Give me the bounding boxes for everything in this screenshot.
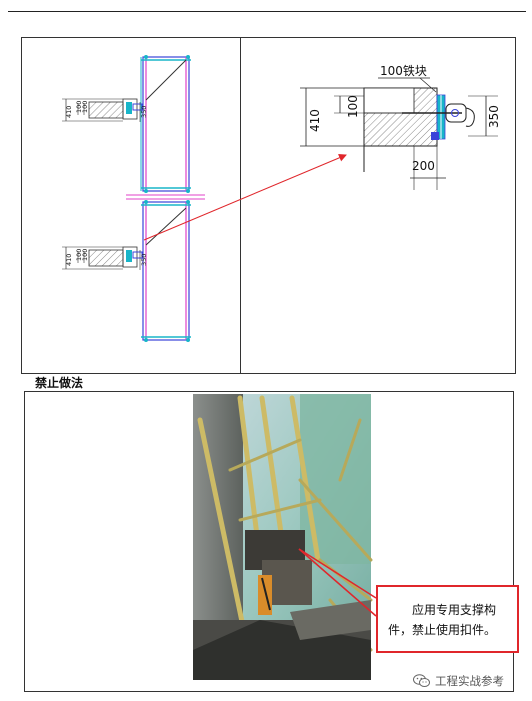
photo-frame: [24, 391, 514, 692]
dim-350: 350: [487, 105, 501, 128]
elevation-drawing: [62, 55, 205, 342]
dim-bottom-350: 350: [140, 254, 148, 266]
watermark-text: 工程实战参考: [435, 674, 504, 688]
page-top-rule: [8, 11, 526, 12]
dim-410: 410: [308, 109, 322, 132]
site-photo: [193, 394, 373, 680]
callout-pointer: [298, 548, 377, 617]
drawing-divider: [240, 37, 241, 373]
dim-top-100b: 100: [81, 101, 89, 113]
callout-line-1: 应用专用支撑构: [412, 603, 497, 617]
wechat-icon: [413, 674, 430, 687]
left-dimension-labels: 410 100 100 350 410 100 100 350: [65, 101, 148, 266]
dim-top-410: 410: [65, 106, 73, 118]
detail-labels: 100铁块 410 100 350 200: [308, 64, 501, 173]
dim-top-350: 350: [140, 106, 148, 118]
callout-line-2: 件，禁止使用扣件。: [388, 623, 497, 637]
wall-tie-bottom: [62, 246, 143, 270]
watermark: 工程实战参考: [413, 673, 504, 689]
section-title: 禁止做法: [35, 376, 84, 390]
dim-200: 200: [412, 159, 435, 173]
dim-bottom-100a: 100: [75, 249, 83, 261]
dim-bottom-100b: 100: [81, 249, 89, 261]
dim-100: 100: [346, 95, 360, 118]
wall-tie-top: [62, 98, 143, 122]
upper-frame: [140, 55, 191, 193]
callout-box: [376, 585, 519, 653]
callout-text: 应用专用支撑构 件，禁止使用扣件。: [388, 600, 516, 640]
detail-drawing: [300, 77, 498, 190]
label-iron-block: 100铁块: [380, 64, 427, 78]
dim-top-100a: 100: [75, 101, 83, 113]
dim-bottom-410: 410: [65, 254, 73, 266]
lower-frame: [141, 200, 191, 342]
pointer-arrow: [143, 154, 347, 241]
